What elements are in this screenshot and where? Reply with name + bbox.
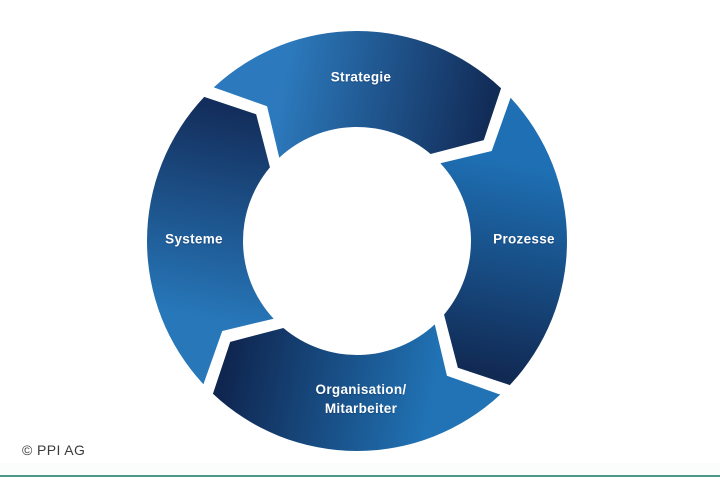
footer-rule [0, 475, 720, 477]
copyright-text: © PPI AG [22, 442, 86, 458]
footer-tint [0, 463, 720, 475]
segment-systeme [147, 96, 274, 385]
segment-prozesse [440, 97, 567, 386]
segment-organisation-mitarbeiter [212, 324, 501, 451]
segment-strategie [213, 31, 502, 158]
